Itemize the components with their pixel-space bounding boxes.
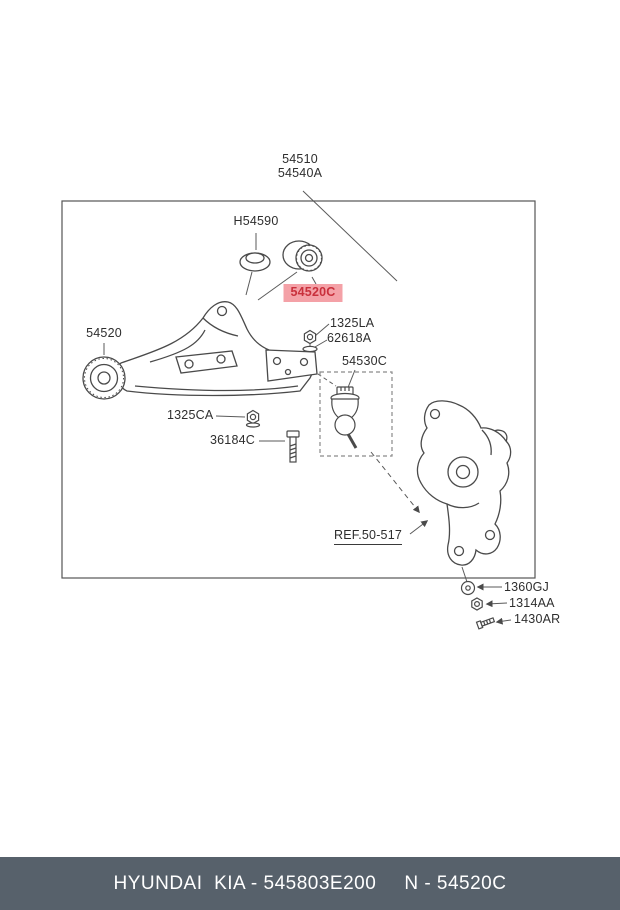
exploded-parts-drawing	[61, 190, 536, 630]
nut-1325ca	[245, 409, 261, 428]
bushing-54520	[82, 356, 126, 400]
footer-ref-number: N - 54520C	[404, 872, 507, 894]
footer-bar: HYUNDAI KIA - 545803E200 N - 54520C	[0, 857, 620, 910]
part-label-1430ar: 1430AR	[514, 612, 561, 626]
part-label-36184c: 36184C	[210, 433, 255, 447]
part-label-54510: 54510	[282, 152, 318, 166]
parts-diagram-stage: 54510 54540A H54590 54520C 54520 1325LA …	[61, 152, 561, 630]
part-label-54540a: 54540A	[277, 166, 323, 180]
part-label-1360gj: 1360GJ	[504, 580, 549, 594]
dome-washer-h54590	[239, 252, 271, 272]
part-label-h54590: H54590	[233, 214, 279, 228]
reference-label-50-517: REF.50-517	[334, 528, 403, 545]
lower-control-arm	[116, 301, 318, 397]
bottom-fasteners	[460, 580, 496, 630]
part-label-62618a: 62618A	[327, 331, 372, 345]
part-label-1325ca: 1325CA	[167, 408, 214, 422]
part-label-1325la: 1325LA	[330, 316, 375, 330]
bushing-54520c	[282, 240, 323, 272]
part-label-54530c: 54530C	[342, 354, 387, 368]
part-label-54520: 54520	[86, 326, 122, 340]
part-label-54520c-highlighted: 54520C	[283, 284, 343, 302]
footer-part-number: HYUNDAI KIA - 545803E200	[113, 872, 377, 894]
ball-joint-54530c	[319, 371, 393, 457]
bolt-36184c	[286, 430, 300, 463]
nut-1325la-washer-62618a	[302, 329, 318, 353]
steering-knuckle	[416, 400, 512, 566]
diagram-frame	[61, 200, 536, 579]
part-label-1314aa: 1314AA	[509, 596, 555, 610]
